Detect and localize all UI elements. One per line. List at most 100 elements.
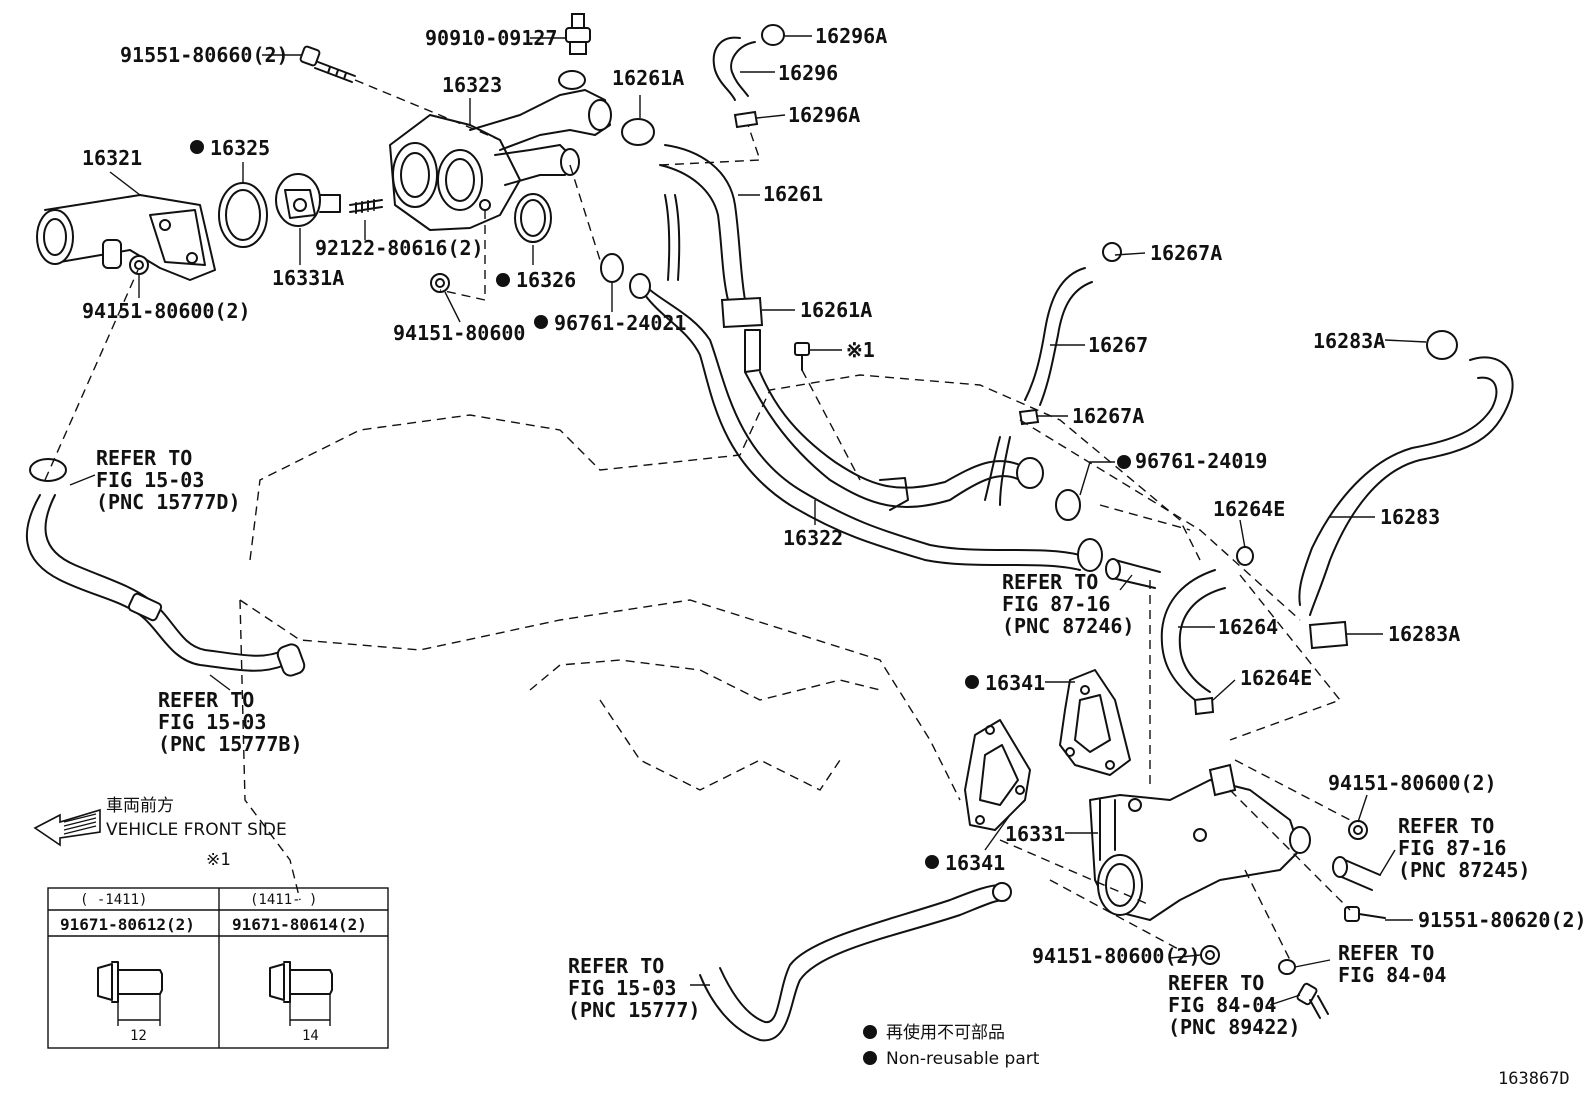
refer-to-15777D: REFER TO FIG 15-03 (PNC 15777D) (96, 446, 241, 514)
stud-92122 (349, 199, 383, 214)
part-16331-inlet (1089, 763, 1311, 921)
label-leaders (69, 35, 1427, 1006)
legend-dot-2 (863, 1051, 877, 1065)
figure-id: 163867D (1498, 1069, 1570, 1089)
label-16264: 16264 (1218, 615, 1278, 639)
label-94151-80600-2-left: 94151-80600(2) (82, 299, 251, 323)
refer-to-15777: REFER TO FIG 15-03 (PNC 15777) (568, 954, 700, 1022)
part-16321 (36, 194, 216, 281)
svg-text:FIG 15-03: FIG 15-03 (96, 468, 204, 492)
label-16261: 16261 (763, 182, 823, 206)
nonreusable-dot-16326 (496, 273, 510, 287)
label-16341-top: 16341 (985, 671, 1045, 695)
label-16261A-top: 16261A (612, 66, 684, 90)
label-16261A-mid: 16261A (800, 298, 872, 322)
label-16331: 16331 (1005, 822, 1065, 846)
hose-16296 (712, 24, 785, 129)
label-96761-24021: 96761-24021 (554, 311, 686, 335)
oring-96761-24019 (1055, 489, 1081, 521)
nonreusable-dot-16325 (190, 140, 204, 154)
label-x1-bolt: ※1 (846, 338, 875, 362)
legend-jp: 再使用不可部品 (886, 1022, 1005, 1043)
nut-94151-mid (430, 273, 450, 293)
hose-87245 (1332, 856, 1381, 891)
bolt-variant-table: ※1 ( -1411) (1411- ) 91671-80612(2) 9167… (47, 850, 389, 1049)
label-16283: 16283 (1380, 505, 1440, 529)
label-92122-80616: 92122-80616(2) (315, 236, 484, 260)
part-16326-gasket (514, 193, 552, 243)
svg-text:REFER TO: REFER TO (1002, 570, 1098, 594)
front-label-jp: 車両前方 (106, 796, 174, 816)
pipe-16322 (629, 194, 1103, 572)
oring-96761-24021 (600, 253, 624, 283)
label-16296: 16296 (778, 61, 838, 85)
nonreusable-dot-16341-bottom (925, 855, 939, 869)
label-16264E-bottom: 16264E (1240, 666, 1312, 690)
bolt-12-drawing: 12 (97, 961, 163, 1044)
label-16283A-top: 16283A (1313, 329, 1385, 353)
hose-15777-bottom (699, 882, 1012, 1042)
svg-text:REFER TO: REFER TO (1168, 971, 1264, 995)
svg-text:FIG 15-03: FIG 15-03 (568, 976, 676, 1000)
part-16323-housing (389, 70, 612, 231)
legend-dot-1 (863, 1025, 877, 1039)
nonreusable-dot-96761-24021 (534, 315, 548, 329)
table-col2-range: (1411- ) (250, 892, 317, 908)
refer-to-84-04: REFER TO FIG 84-04 (1338, 941, 1446, 987)
part-16325-gasket (218, 182, 268, 248)
bolt-91551-80620 (1344, 906, 1386, 922)
label-16326: 16326 (516, 268, 576, 292)
clamp-15777d (29, 458, 67, 482)
legend-en: Non-reusable part (886, 1049, 1040, 1069)
washer-84-04 (1278, 959, 1296, 975)
svg-text:REFER TO: REFER TO (1398, 814, 1494, 838)
label-16267A-mid: 16267A (1072, 404, 1144, 428)
dashed-leaders (44, 79, 1351, 961)
part-labels: 91551-80660(2) 90910-09127 16296A 16296 … (82, 24, 1587, 968)
nut-94151-bottom (1200, 945, 1220, 965)
nut-94151-left (129, 255, 149, 275)
legend: 再使用不可部品 Non-reusable part (863, 1022, 1040, 1069)
svg-text:REFER TO: REFER TO (568, 954, 664, 978)
label-16296A-top: 16296A (815, 24, 887, 48)
gasket-16341-top (1059, 669, 1131, 776)
svg-text:FIG 84-04: FIG 84-04 (1338, 963, 1446, 987)
refer-to-15777B: REFER TO FIG 15-03 (PNC 15777B) (158, 688, 303, 756)
label-96761-24019: 96761-24019 (1135, 449, 1267, 473)
svg-text:(PNC 89422): (PNC 89422) (1168, 1015, 1300, 1039)
part-16331A-thermostat (275, 173, 341, 227)
hose-16261 (621, 118, 764, 373)
svg-text:REFER TO: REFER TO (158, 688, 254, 712)
label-16267: 16267 (1088, 333, 1148, 357)
table-col1-range: ( -1411) (80, 892, 147, 908)
bolt-x1 (794, 342, 810, 371)
label-16323: 16323 (442, 73, 502, 97)
label-16283A-bottom: 16283A (1388, 622, 1460, 646)
hose-left-15777 (26, 458, 306, 677)
label-16321: 16321 (82, 146, 142, 170)
vehicle-front-indicator: 車両前方 VEHICLE FRONT SIDE (33, 796, 287, 847)
svg-text:(PNC 15777B): (PNC 15777B) (158, 732, 303, 756)
label-16325: 16325 (210, 136, 270, 160)
svg-text:(PNC 15777D): (PNC 15777D) (96, 490, 241, 514)
label-16331A: 16331A (272, 266, 344, 290)
svg-text:FIG 87-16: FIG 87-16 (1398, 836, 1506, 860)
label-16296A-bottom: 16296A (788, 103, 860, 127)
hose-87246 (1105, 558, 1161, 589)
hose-16283 (1298, 330, 1514, 650)
nut-94151-right (1348, 820, 1368, 840)
table-col2-part: 91671-80614(2) (232, 915, 367, 934)
table-marker: ※1 (206, 850, 230, 870)
label-94151-80600: 94151-80600 (393, 321, 525, 345)
label-94151-80600-2-right: 94151-80600(2) (1328, 771, 1497, 795)
label-16322: 16322 (783, 526, 843, 550)
bolt-14-drawing: 14 (269, 961, 333, 1044)
svg-text:FIG 15-03: FIG 15-03 (158, 710, 266, 734)
svg-text:(PNC 87246): (PNC 87246) (1002, 614, 1134, 638)
svg-text:FIG 84-04: FIG 84-04 (1168, 993, 1276, 1017)
label-16341-bottom: 16341 (945, 851, 1005, 875)
table-col1-part: 91671-80612(2) (60, 915, 195, 934)
hose-16264 (1160, 546, 1254, 716)
front-label-en: VEHICLE FRONT SIDE (106, 820, 287, 840)
